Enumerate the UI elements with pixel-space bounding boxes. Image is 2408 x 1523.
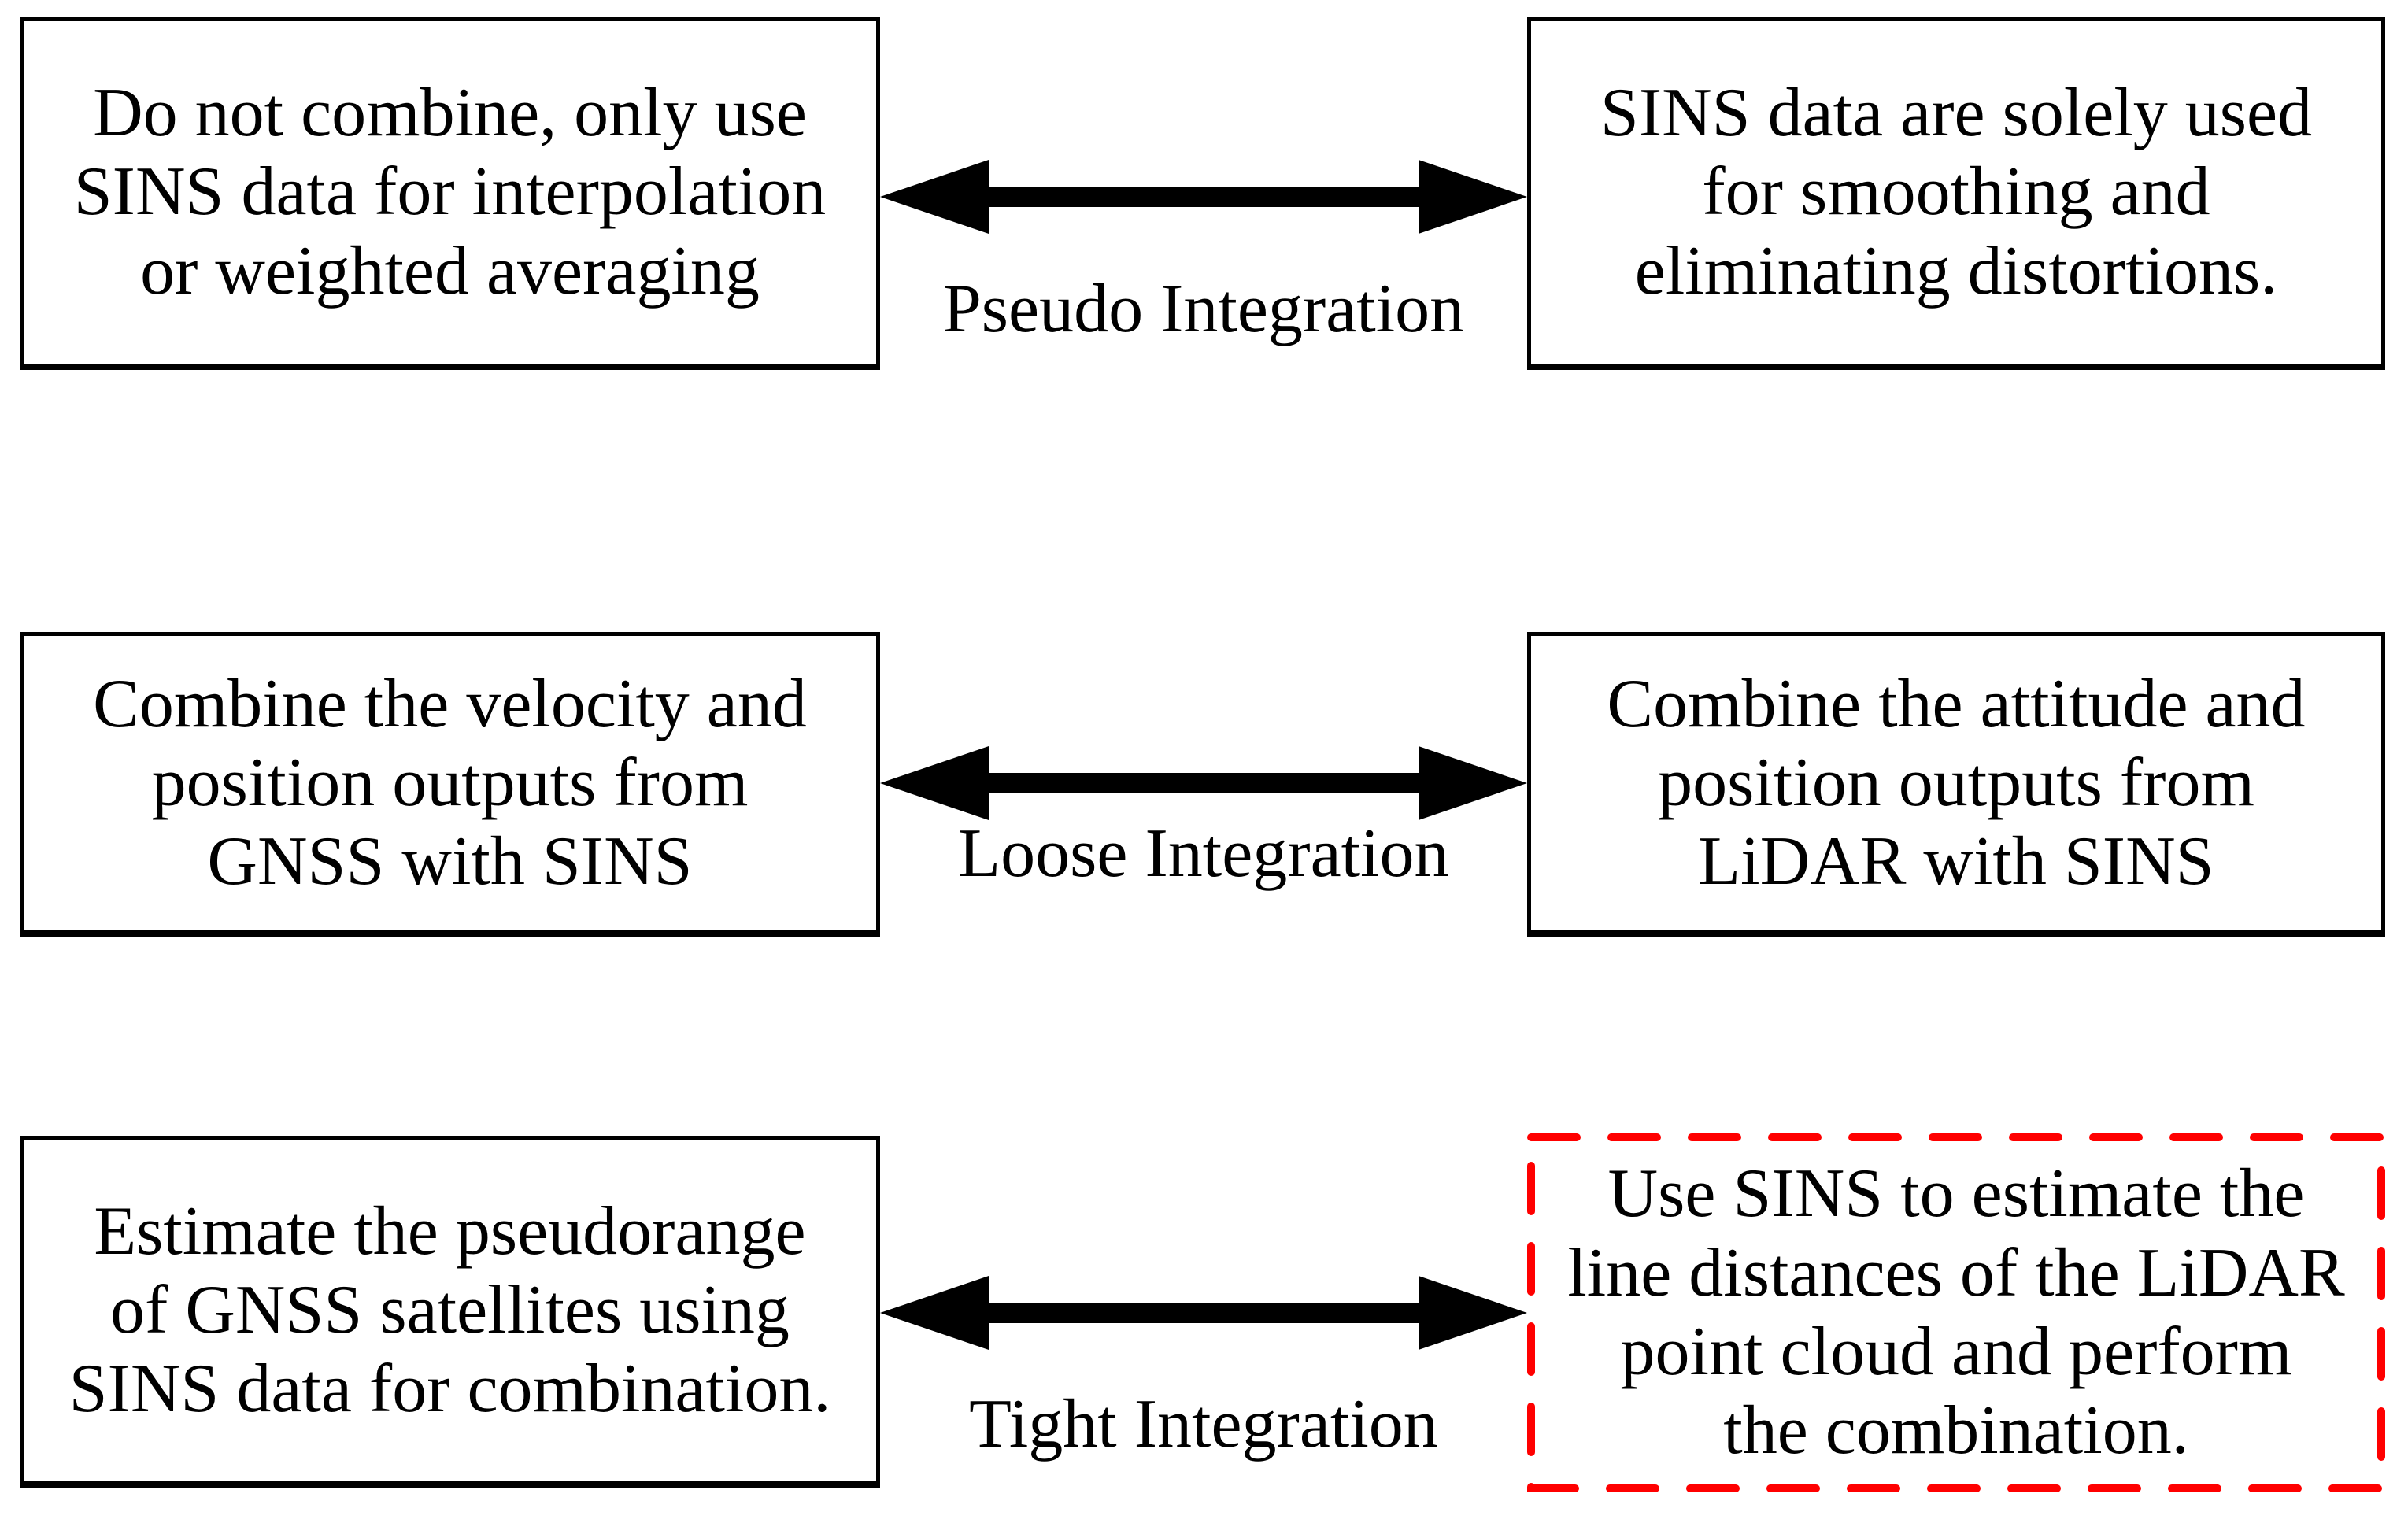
double-arrow-icon [880,1276,1527,1350]
double-arrow-icon [880,160,1527,234]
pseudo-integration-label: Pseudo Integration [942,271,1465,347]
tight-right-box-highlighted: Use SINS to estimate the line distances … [1531,1137,2381,1488]
loose-right-box-text: Combine the attitude and position output… [1607,665,2306,900]
tight-right-box-text: Use SINS to estimate the line distances … [1567,1155,2345,1469]
pseudo-left-box: Do not combine, only use SINS data for i… [20,17,880,370]
loose-right-box: Combine the attitude and position output… [1527,632,2385,937]
tight-integration-label: Tight Integration [969,1386,1438,1462]
tight-left-box-text: Estimate the pseudorange of GNSS satelli… [68,1192,831,1428]
loose-left-box-text: Combine the velocity and position output… [93,665,807,900]
double-arrow-icon [880,746,1527,820]
tight-left-box: Estimate the pseudorange of GNSS satelli… [20,1136,880,1488]
loose-integration-label: Loose Integration [958,815,1449,892]
pseudo-left-box-text: Do not combine, only use SINS data for i… [73,75,827,309]
loose-left-box: Combine the velocity and position output… [20,632,880,937]
pseudo-right-box: SINS data are solely used for smoothing … [1527,17,2385,370]
pseudo-right-box-text: SINS data are solely used for smoothing … [1600,75,2313,309]
highlighted-dashed-border [1527,1133,2385,1492]
